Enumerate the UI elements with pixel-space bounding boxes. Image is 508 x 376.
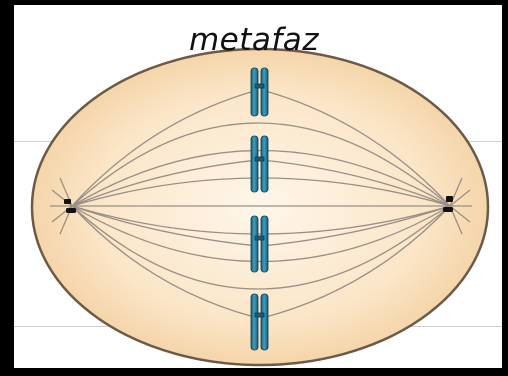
cell-membrane <box>32 49 488 365</box>
frame-right-border <box>502 0 508 376</box>
frame-left-border <box>0 0 14 376</box>
frame-top-border <box>0 0 508 5</box>
phase-title: metafaz <box>0 22 508 58</box>
frame-bottom-border <box>0 368 508 376</box>
